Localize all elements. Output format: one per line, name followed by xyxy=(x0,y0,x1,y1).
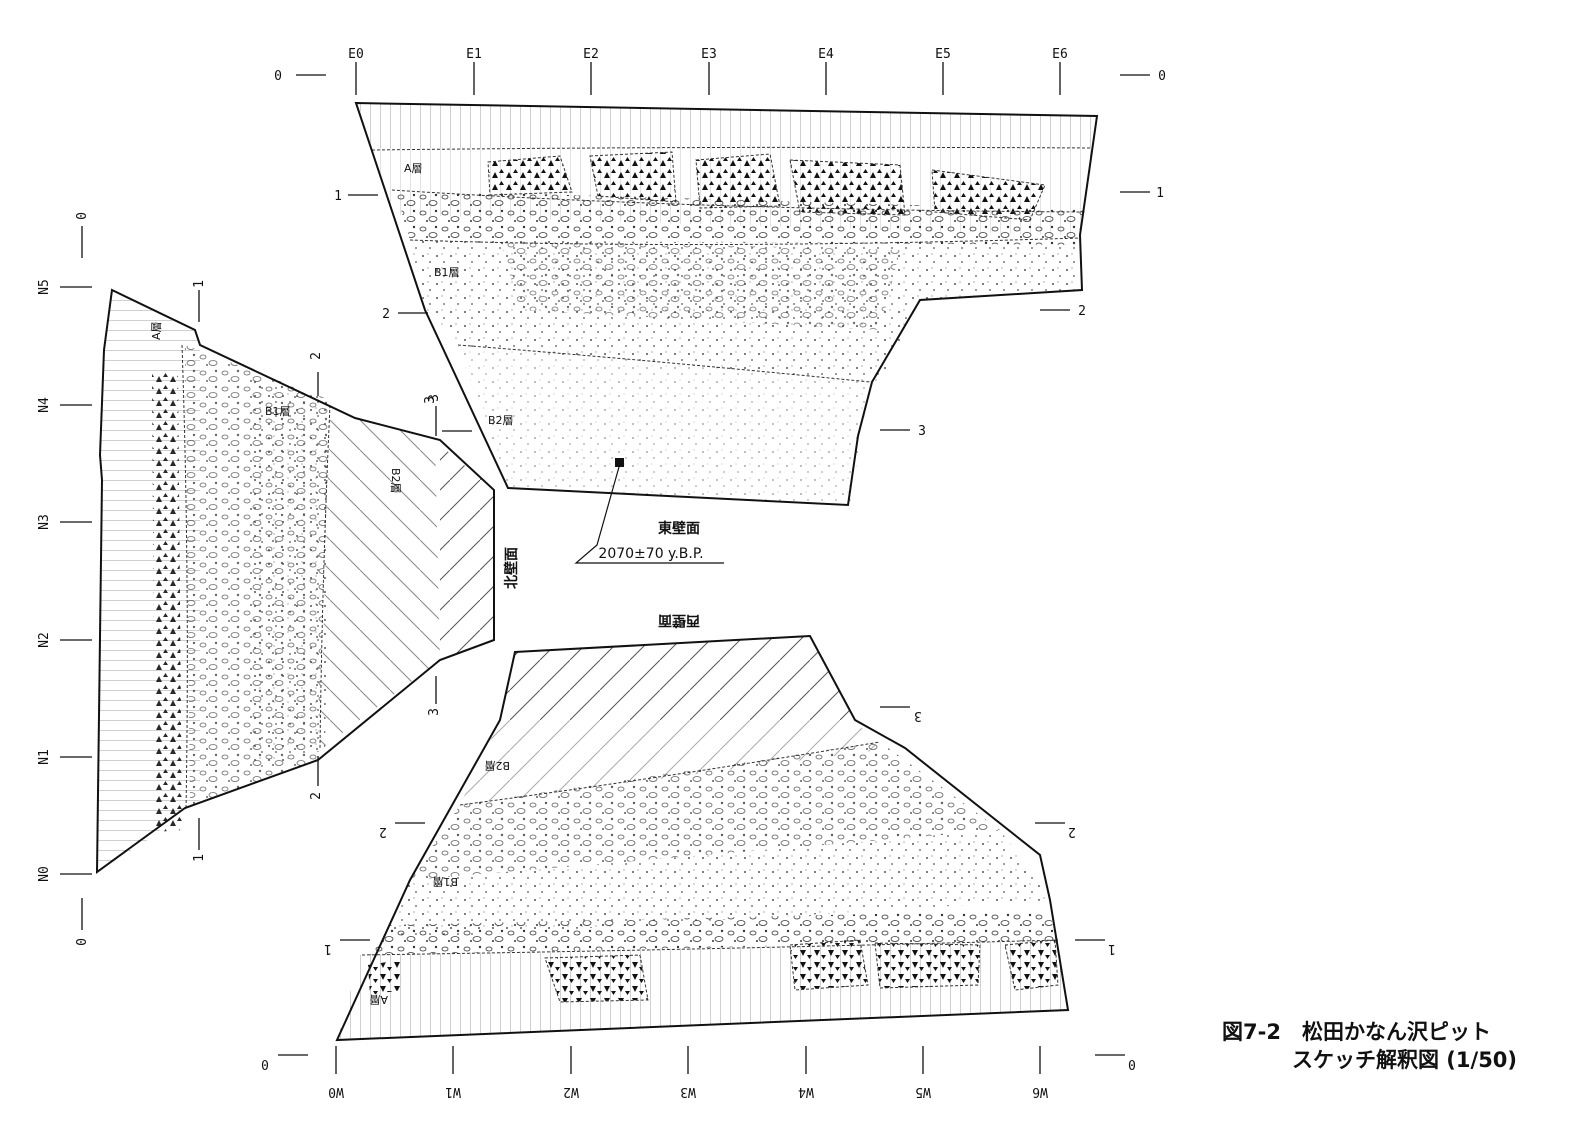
west-depth-right-1: 1 xyxy=(1108,941,1116,956)
east-depth-right-0: 0 xyxy=(1158,69,1166,84)
east-wall-title: 東壁面 xyxy=(658,520,700,537)
east-tick-e1: E1 xyxy=(466,47,482,62)
east-layer-b2: B2層 xyxy=(488,414,514,427)
north-depth-bottom-3: 3 xyxy=(427,708,442,716)
east-layer-a: A層 xyxy=(404,162,423,175)
west-layer-a: A層 xyxy=(369,993,388,1006)
sample-marker xyxy=(615,458,624,467)
north-zero-top: 0 xyxy=(75,212,90,220)
east-depth-right-2: 2 xyxy=(1078,304,1086,319)
east-tick-e4: E4 xyxy=(818,47,834,62)
east-depth-left-0: 0 xyxy=(274,69,282,84)
east-depth-left-2: 2 xyxy=(382,307,390,322)
west-depth-right-0: 0 xyxy=(1128,1056,1136,1071)
north-wall-title: 北壁面 xyxy=(503,547,520,589)
north-tick-n4: N4 xyxy=(37,397,52,413)
west-tick-w2: W2 xyxy=(563,1084,579,1099)
east-depth-right-3: 3 xyxy=(918,424,926,439)
caption-line-1: 図7-2 松田かなん沢ピット xyxy=(1222,1020,1491,1044)
west-tick-w5: W5 xyxy=(915,1084,931,1099)
west-depth-right-3: 3 xyxy=(914,708,922,723)
north-zero-bottom: 0 xyxy=(75,938,90,946)
north-tick-n0: N0 xyxy=(37,866,52,882)
east-depth-left-1: 1 xyxy=(334,189,342,204)
north-layer-a: A層 xyxy=(150,321,163,340)
west-tick-w6: W6 xyxy=(1032,1084,1048,1099)
north-tick-n1: N1 xyxy=(37,749,52,765)
north-layer-b1: B1層 xyxy=(265,405,291,418)
west-depth-left-1: 1 xyxy=(324,941,332,956)
caption-line-2: スケッチ解釈図 (1/50) xyxy=(1292,1048,1518,1072)
north-depth-top-3: 3 xyxy=(427,394,442,402)
east-tick-e5: E5 xyxy=(935,47,951,62)
east-depth-left-3: 3 xyxy=(423,396,438,404)
east-tick-e2: E2 xyxy=(583,47,599,62)
west-layer-b2: B2層 xyxy=(484,759,510,772)
west-depth-right-2: 2 xyxy=(1068,824,1076,839)
north-tick-n2: N2 xyxy=(37,632,52,648)
east-tick-e0: E0 xyxy=(348,47,364,62)
north-layer-b2: B2層 xyxy=(389,468,402,494)
east-wall-section: E0 E1 E2 E3 E4 E5 E6 0 1 2 3 0 1 2 3 xyxy=(274,47,1166,564)
west-layer-b1: B1層 xyxy=(432,875,458,888)
north-wall-outline xyxy=(95,288,495,874)
east-layer-b1: B1層 xyxy=(434,266,460,279)
east-depth-right-1: 1 xyxy=(1156,186,1164,201)
west-tick-w4: W4 xyxy=(798,1084,814,1099)
north-tick-n5: N5 xyxy=(37,279,52,295)
west-depth-left-2: 2 xyxy=(379,824,387,839)
north-tick-n3: N3 xyxy=(37,514,52,530)
north-depth-bottom-2: 2 xyxy=(309,792,324,800)
west-tick-w1: W1 xyxy=(445,1084,461,1099)
east-wall-outline xyxy=(354,101,1099,507)
west-wall-section: W0 W1 W2 W3 W4 W5 W6 0 1 2 0 1 2 3 xyxy=(261,612,1136,1099)
north-wall-section: N5 N4 N3 N2 N1 N0 0 0 1 2 3 1 2 3 A層 B1層… xyxy=(37,212,520,946)
north-depth-top-2: 2 xyxy=(309,352,324,360)
north-depth-bottom-1: 1 xyxy=(192,854,207,862)
west-wall-outline xyxy=(335,634,1070,1042)
west-tick-w3: W3 xyxy=(680,1084,696,1099)
west-depth-left-0: 0 xyxy=(261,1056,269,1071)
east-tick-e3: E3 xyxy=(701,47,717,62)
radiocarbon-date: 2070±70 y.B.P. xyxy=(598,546,703,562)
east-tick-e6: E6 xyxy=(1052,47,1068,62)
west-wall-title: 西壁面 xyxy=(658,612,700,629)
figure-caption: 図7-2 松田かなん沢ピット スケッチ解釈図 (1/50) xyxy=(1222,1018,1517,1074)
west-tick-w0: W0 xyxy=(328,1084,344,1099)
north-depth-top-1: 1 xyxy=(192,280,207,288)
